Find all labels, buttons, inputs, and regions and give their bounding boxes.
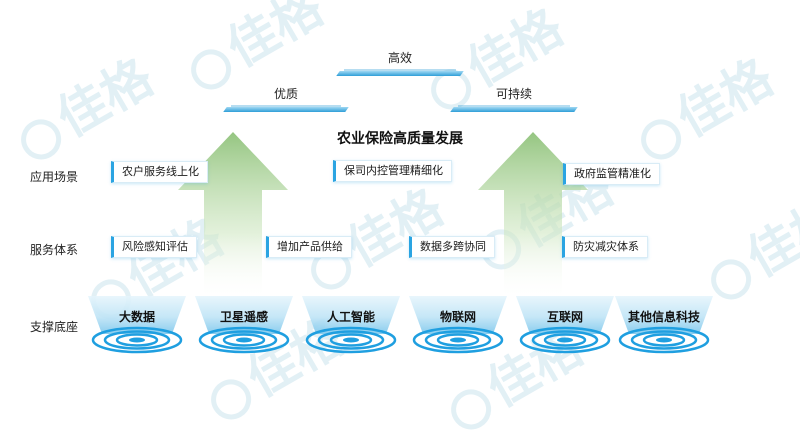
pedestal-label: 卫星遥感 — [219, 310, 268, 324]
bar-sustainable-label: 可持续 — [495, 87, 532, 101]
pedestal-rings-icon — [615, 296, 713, 354]
bar-efficient-label: 高效 — [387, 51, 412, 65]
pedestal-internet: 互联网 — [510, 292, 620, 362]
pedestal-label: 大数据 — [118, 310, 155, 324]
bar-quality-label: 优质 — [273, 87, 298, 101]
pedestal-big-data: 大数据 — [82, 292, 192, 362]
service-tag-disaster-prevention: 防灾减灾体系 — [562, 236, 648, 258]
bar-sustainable: 可持续 — [450, 87, 578, 112]
pedestal-internet-of-things: 物联网 — [403, 292, 513, 362]
pedestal-other-info-tech: 其他信息科技 — [609, 292, 719, 362]
pedestal-label: 人工智能 — [326, 310, 375, 324]
pedestal-artificial-intelligence: 人工智能 — [296, 292, 406, 362]
pedestal-rings-icon — [409, 296, 507, 354]
bar-quality: 优质 — [223, 87, 349, 112]
service-tag-risk-assessment: 风险感知评估 — [111, 236, 197, 258]
pedestal-label: 互联网 — [546, 310, 583, 324]
pedestal-satellite-remote-sensing: 卫星遥感 — [189, 292, 299, 362]
row-label-foundation: 支撑底座 — [30, 320, 79, 334]
pedestal-rings-icon — [302, 296, 400, 354]
app-tag-insurer-control: 保司内控管理精细化 — [333, 160, 452, 182]
bar-efficient: 高效 — [336, 51, 464, 76]
right-growth-arrow — [478, 132, 588, 300]
service-tag-product-supply: 增加产品供给 — [266, 236, 352, 258]
pedestal-rings-icon — [516, 296, 614, 354]
app-tag-gov-supervision: 政府监管精准化 — [563, 163, 660, 185]
diagram-title: 农业保险高质量发展 — [337, 131, 463, 147]
pedestal-label: 其他信息科技 — [627, 310, 700, 324]
pedestal-label: 物联网 — [439, 310, 476, 324]
service-tag-data-collaboration: 数据多跨协同 — [409, 236, 495, 258]
left-growth-arrow — [178, 132, 288, 300]
app-tag-farmer-online: 农户服务线上化 — [111, 161, 208, 183]
pedestal-rings-icon — [195, 296, 293, 354]
row-label-applications: 应用场景 — [30, 170, 79, 184]
pedestal-rings-icon — [88, 296, 186, 354]
row-label-services: 服务体系 — [30, 243, 79, 257]
